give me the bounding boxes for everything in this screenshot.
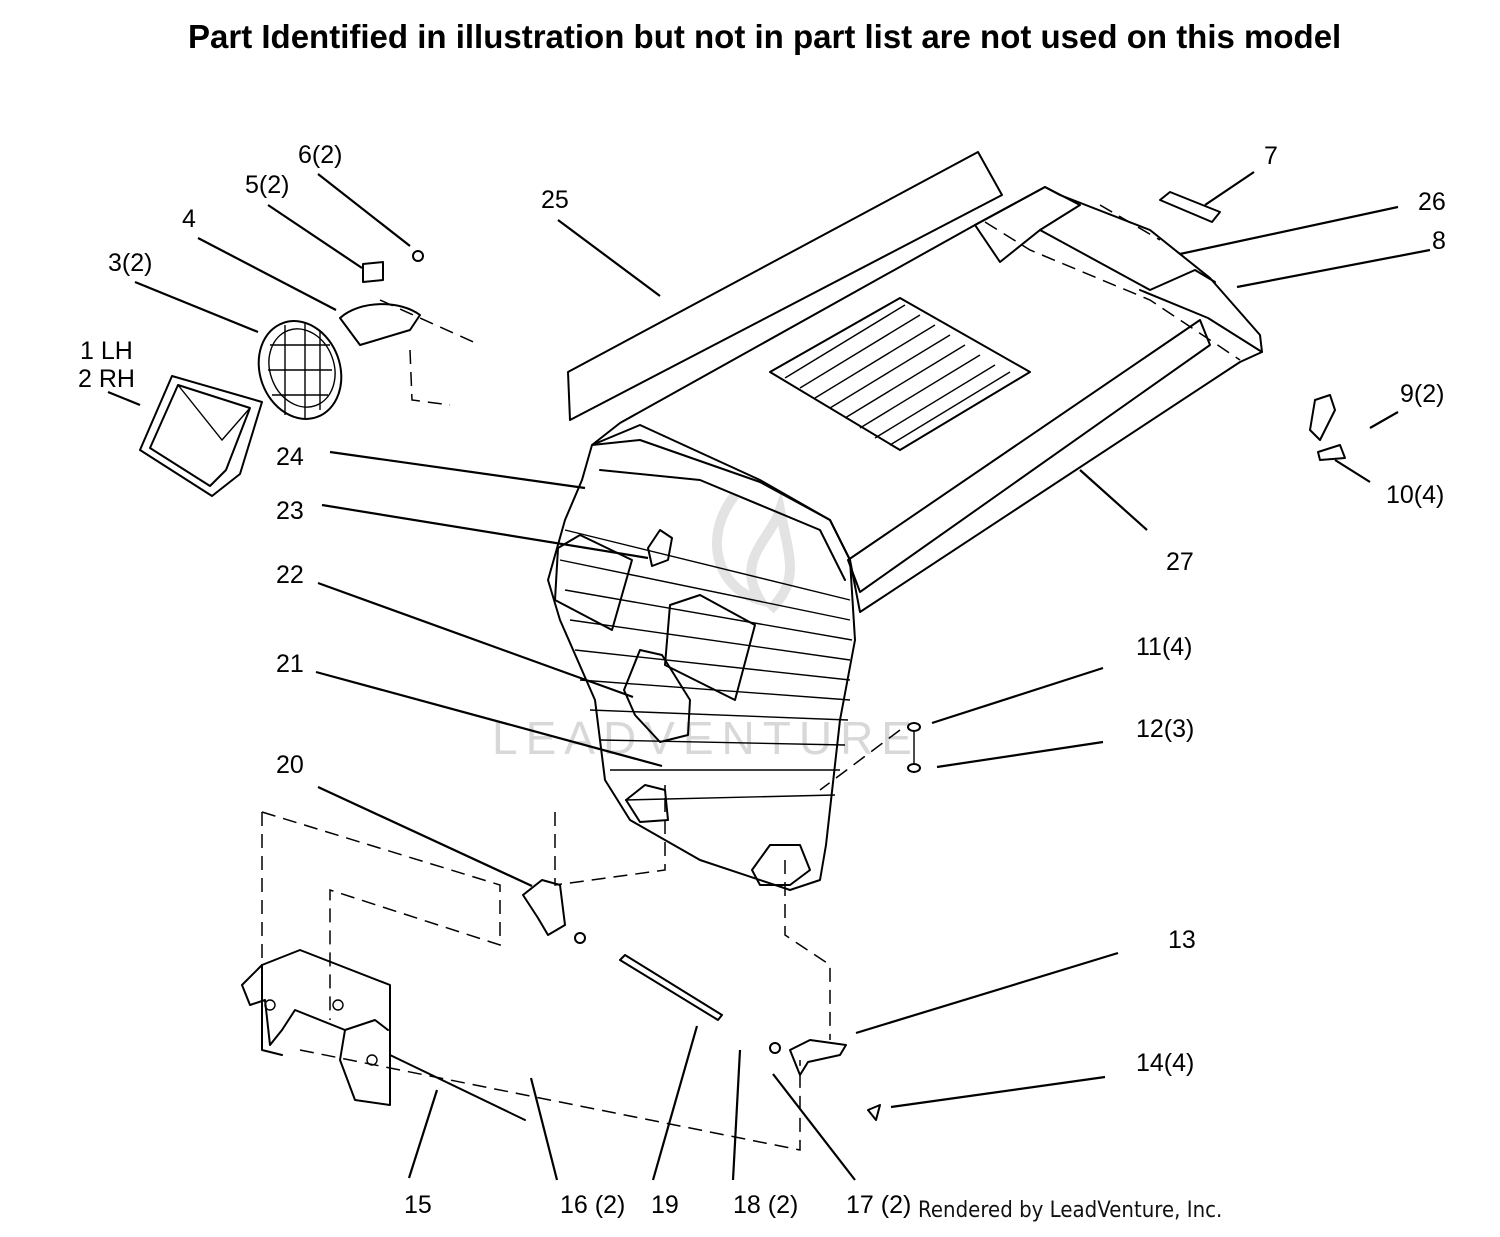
callout-27: 27 bbox=[1166, 548, 1194, 576]
decal-25 bbox=[567, 151, 1003, 421]
callout-6: 6(2) bbox=[298, 141, 342, 169]
callout-4: 4 bbox=[182, 205, 196, 233]
hood-vent bbox=[769, 297, 1031, 451]
callout-13: 13 bbox=[1168, 926, 1196, 954]
callout-5: 5(2) bbox=[245, 171, 289, 199]
grille-front bbox=[547, 424, 856, 891]
callout-8: 8 bbox=[1432, 227, 1446, 255]
callout-15: 15 bbox=[404, 1191, 432, 1219]
watermark: LEADVENTURE bbox=[492, 490, 912, 764]
hood bbox=[591, 186, 1263, 613]
callout-11: 11(4) bbox=[1136, 633, 1193, 661]
callout-22: 22 bbox=[276, 561, 304, 589]
callout-1lh: 1 LH bbox=[80, 337, 133, 365]
callout-12: 12(3) bbox=[1136, 715, 1194, 743]
callout-labels: 1 LH 2 RH 3(2) 4 5(2) 6(2) 7 8 9(2) 10(4… bbox=[78, 141, 1446, 1219]
callout-19: 19 bbox=[651, 1191, 679, 1219]
callout-2rh: 2 RH bbox=[78, 365, 135, 393]
callout-24: 24 bbox=[276, 443, 304, 471]
callout-20: 20 bbox=[276, 751, 304, 779]
hood-handle bbox=[1159, 191, 1221, 223]
callout-9: 9(2) bbox=[1400, 380, 1444, 408]
callout-17: 17 (2) bbox=[846, 1191, 911, 1219]
callout-14: 14(4) bbox=[1136, 1049, 1194, 1077]
callout-10: 10(4) bbox=[1386, 481, 1444, 509]
headlight-assembly bbox=[139, 250, 481, 497]
callout-25: 25 bbox=[541, 186, 569, 214]
callout-7: 7 bbox=[1264, 142, 1278, 170]
callout-23: 23 bbox=[276, 497, 304, 525]
callout-16: 16 (2) bbox=[560, 1191, 625, 1219]
callout-3: 3(2) bbox=[108, 249, 152, 277]
page-title: Part Identified in illustration but not … bbox=[188, 18, 1342, 55]
callout-21: 21 bbox=[276, 650, 304, 678]
callout-26: 26 bbox=[1418, 188, 1446, 216]
leader-lines bbox=[107, 171, 1431, 1181]
callout-18: 18 (2) bbox=[733, 1191, 798, 1219]
rendered-by-credit: Rendered by LeadVenture, Inc. bbox=[918, 1198, 1223, 1223]
grille-support-assembly bbox=[241, 394, 1346, 1151]
